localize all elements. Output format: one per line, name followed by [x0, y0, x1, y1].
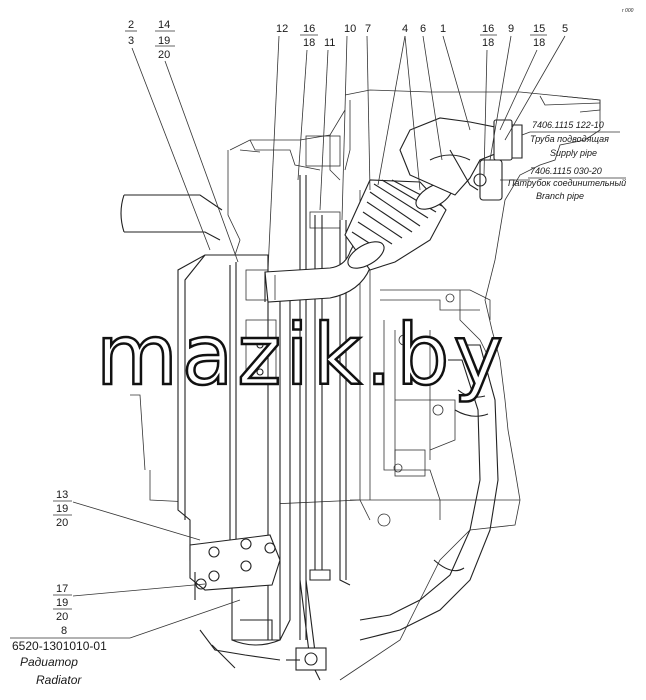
radiator-en: Radiator	[36, 673, 82, 687]
leader-lines	[10, 35, 566, 639]
callout-labels: 2 3 14 19 20 12 16 18 11 10 7 4 6 1 16 1…	[53, 19, 568, 637]
callout-8: 8	[61, 625, 67, 637]
mounting-bracket	[189, 534, 281, 600]
callout-3: 3	[128, 35, 134, 47]
callout-9: 9	[508, 23, 514, 35]
branch-pipe-ru: Патрубок соединительный	[508, 178, 626, 188]
branch-pipe-en: Branch pipe	[536, 191, 584, 201]
branch-pipe	[399, 117, 523, 201]
supply-pipe-en: Supply pipe	[550, 148, 597, 158]
callout-19a: 19	[158, 35, 170, 47]
radiator-number: 6520-1301010-01	[12, 639, 107, 653]
engine-block	[130, 89, 601, 681]
callout-1: 1	[440, 23, 446, 35]
callout-11: 11	[324, 37, 335, 49]
callout-13: 13	[56, 489, 68, 501]
callout-14: 14	[158, 19, 170, 31]
callout-7: 7	[365, 23, 371, 35]
callout-20c: 20	[56, 611, 68, 623]
supply-pipe-ru: Труба подводящая	[530, 134, 609, 144]
radiator-ru: Радиатор	[20, 655, 78, 669]
callout-15: 15	[533, 23, 545, 35]
callout-4: 4	[402, 23, 408, 35]
watermark-text: mazik.by	[96, 306, 507, 404]
callout-18c: 18	[533, 37, 545, 49]
bottom-fitting	[286, 647, 327, 671]
callout-19c: 19	[56, 597, 68, 609]
callout-10: 10	[344, 23, 356, 35]
callout-16a: 16	[303, 23, 315, 35]
callout-20a: 20	[158, 49, 170, 61]
callout-17: 17	[56, 583, 68, 595]
frame-rods	[199, 175, 351, 681]
callout-5: 5	[562, 23, 568, 35]
callout-2: 2	[128, 19, 134, 31]
corrugated-hose	[344, 179, 453, 271]
part-annotations: 7406.1115 122-10 Труба подводящая Supply…	[508, 120, 626, 201]
left-air-duct	[120, 194, 223, 241]
callout-16b: 16	[482, 23, 494, 35]
callout-12: 12	[276, 23, 288, 35]
callout-19b: 19	[56, 503, 68, 515]
lower-return-pipe	[359, 344, 499, 641]
callout-18a: 18	[303, 37, 315, 49]
supply-pipe-number: 7406.1115 122-10	[532, 120, 604, 130]
callout-6: 6	[420, 23, 426, 35]
radiator-label: 6520-1301010-01 Радиатор Radiator	[12, 639, 107, 687]
corner-mark: r 000	[622, 8, 634, 14]
callout-18b: 18	[482, 37, 494, 49]
callout-20b: 20	[56, 517, 68, 529]
branch-pipe-number: 7406.1115 030-20	[530, 166, 602, 176]
